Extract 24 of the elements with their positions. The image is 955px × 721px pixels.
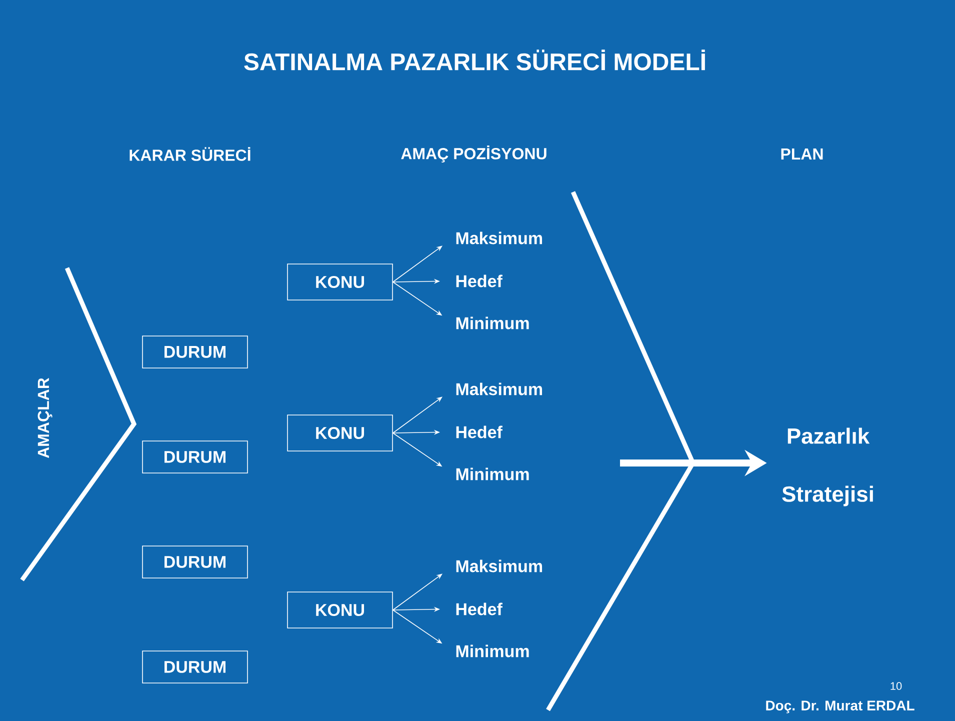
situation-box: DURUM xyxy=(142,336,248,368)
position-text: Hedef xyxy=(456,274,502,288)
author-name: Doç. Dr. Murat ERDAL xyxy=(766,700,914,714)
situation-box: DURUM xyxy=(142,546,248,578)
column-heading: KARAR SÜRECİ xyxy=(130,147,250,161)
position-text: Hedef xyxy=(456,426,502,438)
position-text: Minimum xyxy=(456,316,529,330)
situation-box: DURUM xyxy=(142,440,248,474)
topic-box: KONU xyxy=(287,414,393,452)
position-text: Maksimum xyxy=(456,382,542,396)
topic-box: KONU xyxy=(287,592,393,628)
position-text: Minimum xyxy=(456,468,529,480)
position-text: Hedef xyxy=(456,602,502,616)
slide-title: SATINALMA PAZARLIK SÜRECİ MODELİ xyxy=(244,50,705,70)
position-text: Maksimum xyxy=(456,560,542,572)
side-label: AMAÇLAR xyxy=(38,378,52,458)
position-text: Minimum xyxy=(456,644,529,658)
position-text: Maksimum xyxy=(456,232,542,244)
page-number: 10 xyxy=(890,682,902,690)
column-heading: AMAÇ POZİSYONU xyxy=(401,146,546,162)
topic-box: KONU xyxy=(287,264,393,300)
situation-box: DURUM xyxy=(142,650,248,684)
column-heading: PLAN xyxy=(781,148,823,160)
strategy-text: Pazarlık Stratejisi xyxy=(782,428,873,506)
